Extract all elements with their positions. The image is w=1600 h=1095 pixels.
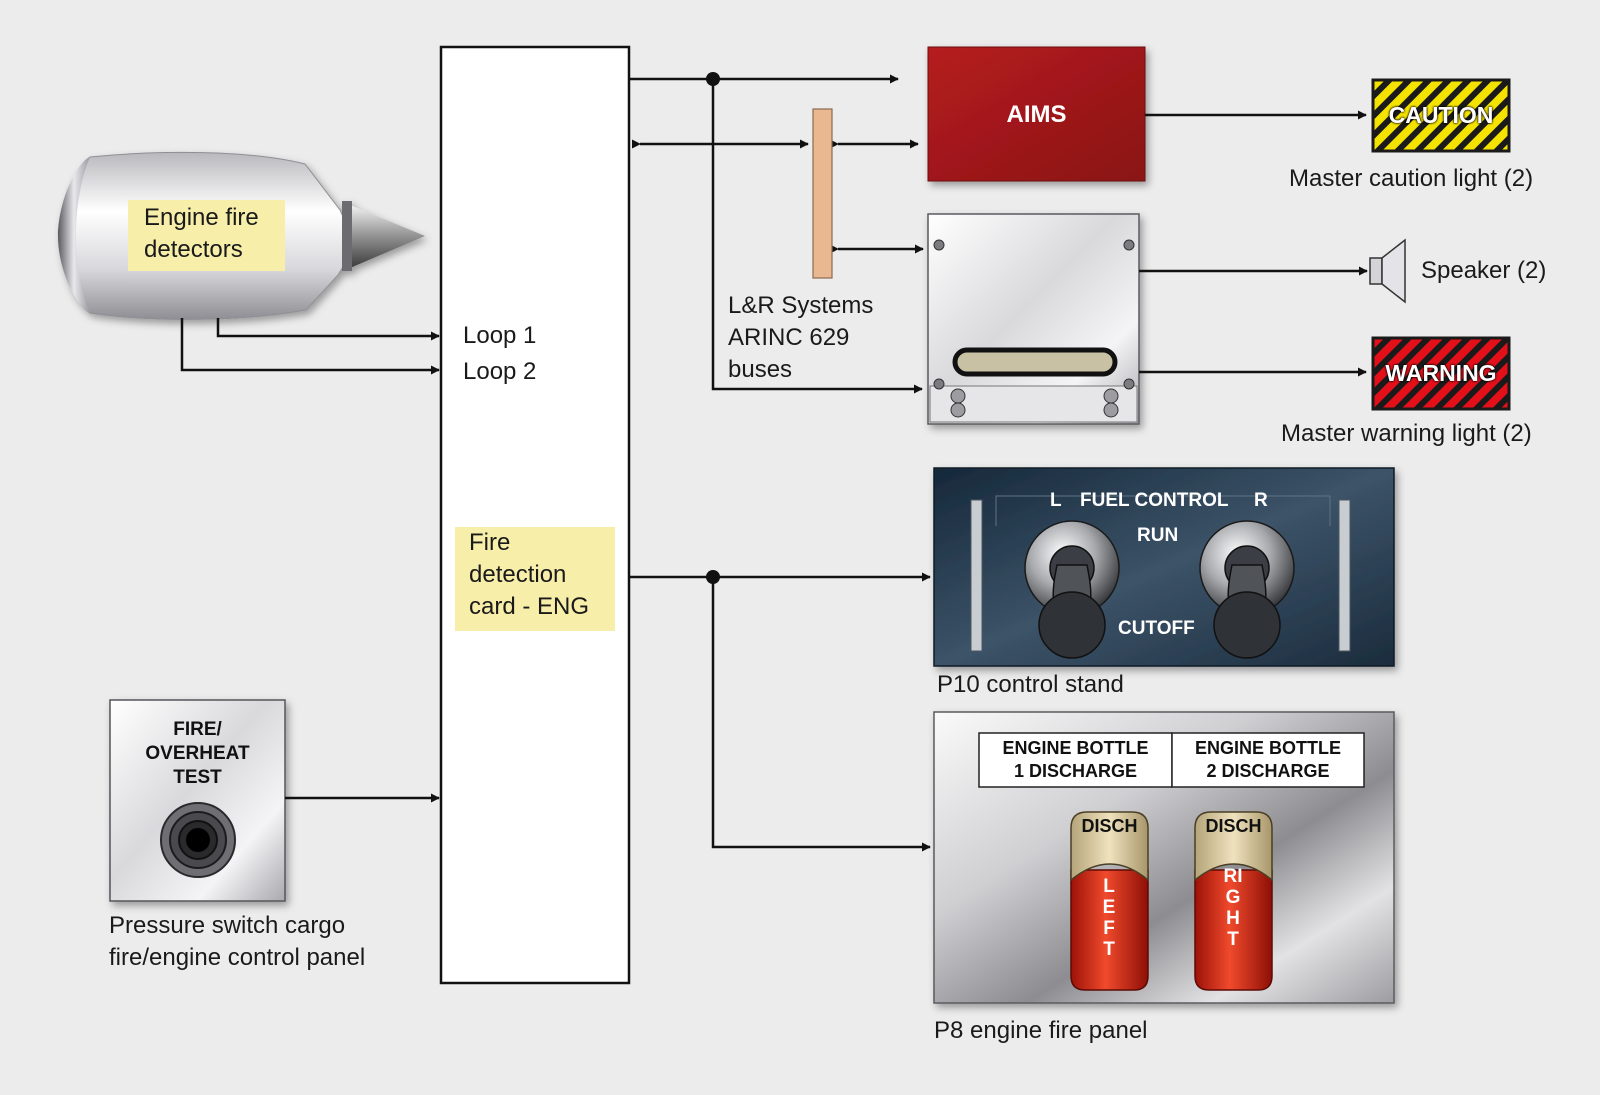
caution-badge-text: CAUTION	[1388, 102, 1494, 128]
fire-detection-card-box	[439, 45, 631, 985]
bottle2-label-box	[1171, 732, 1365, 788]
p10-caption: P10 control stand	[937, 671, 1124, 698]
master-warning-caption: Master warning light (2)	[1281, 420, 1532, 447]
left-fire-handle[interactable]	[1070, 811, 1149, 991]
bottle2-label: ENGINE BOTTLE 2 DISCHARGE	[1172, 737, 1364, 783]
p10-left-label: L	[1050, 490, 1062, 511]
p10-cutoff-label: CUTOFF	[1118, 618, 1195, 639]
master-caution-caption: Master caution light (2)	[1289, 165, 1534, 192]
bottle1-label-box	[978, 732, 1173, 788]
fire-detection-card-note: Fire detection card - ENG	[455, 527, 615, 631]
junction-dot-bottom	[706, 570, 720, 584]
p10-title: FUEL CONTROL	[1080, 490, 1229, 511]
engine-fire-detectors-note: Engine fire detectors	[128, 200, 285, 271]
screw-icon	[1123, 239, 1135, 251]
speaker-icon	[1369, 238, 1406, 304]
pressure-caption-line2: fire/engine control panel	[109, 944, 366, 971]
test-label-line3: TEST	[173, 767, 222, 788]
fire-overheat-test-label: FIRE/ OVERHEAT TEST	[110, 718, 285, 790]
loop2-label: Loop 2	[463, 358, 537, 385]
card-to-p8-wire	[711, 577, 931, 852]
fire-overheat-test-button[interactable]	[160, 802, 236, 878]
panel-hinge-left	[950, 388, 966, 418]
warning-electronics-unit	[927, 213, 1140, 425]
left-handle-label: LEFT	[1102, 876, 1116, 960]
bottle2-line1: ENGINE BOTTLE	[1194, 738, 1341, 758]
left-handle-cap-label: DISCH	[1081, 816, 1138, 836]
screw-icon	[933, 378, 945, 390]
left-fuel-control-switch[interactable]	[1024, 520, 1120, 659]
arinc-bus-bar	[812, 108, 833, 279]
p10-title-frame	[995, 495, 1331, 526]
right-handle-label: RIGHT	[1223, 866, 1243, 950]
junction-dot-top	[706, 72, 720, 86]
master-warning-light	[1371, 336, 1511, 411]
right-handle-cap-label: DISCH	[1205, 816, 1262, 836]
bottle2-line2: 2 DISCHARGE	[1206, 761, 1330, 781]
p10-right-label: R	[1254, 490, 1268, 511]
panel-handle	[952, 347, 1118, 377]
p10-left-rail	[970, 499, 983, 652]
arinc-buses-label: L&R Systems ARINC 629 buses	[728, 290, 873, 386]
screw-icon	[933, 239, 945, 251]
engine-note-line1: Engine fire	[144, 204, 259, 231]
bottle1-line1: ENGINE BOTTLE	[1002, 738, 1149, 758]
bottle1-label: ENGINE BOTTLE 1 DISCHARGE	[979, 737, 1172, 783]
loop1-wire	[216, 318, 440, 341]
right-fire-handle[interactable]	[1194, 811, 1273, 991]
card-to-warning-panel-wire	[711, 79, 923, 394]
screw-icon	[1123, 378, 1135, 390]
test-label-line1: FIRE/	[173, 719, 222, 740]
loop2-wire	[180, 318, 440, 375]
pressure-switch-caption: Pressure switch cargo fire/engine contro…	[109, 910, 365, 974]
panel-hinge-right	[1103, 388, 1119, 418]
master-caution-light	[1371, 78, 1511, 153]
loop1-label: Loop 1	[463, 322, 537, 349]
pressure-caption-line1: Pressure switch cargo	[109, 912, 346, 939]
buses-line1: L&R Systems	[728, 292, 874, 319]
speaker-caption: Speaker (2)	[1421, 257, 1547, 284]
p10-right-rail	[1338, 499, 1351, 652]
p10-run-label: RUN	[1137, 525, 1179, 546]
card-note-line1: Fire	[469, 529, 511, 556]
buses-line2: ARINC 629	[728, 324, 850, 351]
aims-label: AIMS	[1006, 101, 1067, 128]
p10-control-stand	[933, 467, 1395, 667]
card-note-line2: detection	[469, 561, 567, 588]
bottle1-line2: 1 DISCHARGE	[1013, 761, 1138, 781]
test-label-line2: OVERHEAT	[145, 743, 250, 764]
warning-badge-text: WARNING	[1385, 360, 1497, 386]
buses-line3: buses	[728, 356, 793, 383]
right-fuel-control-switch[interactable]	[1199, 520, 1295, 659]
p8-caption: P8 engine fire panel	[934, 1017, 1148, 1044]
engine-note-line2: detectors	[144, 236, 243, 263]
card-note-line3: card - ENG	[469, 593, 590, 620]
